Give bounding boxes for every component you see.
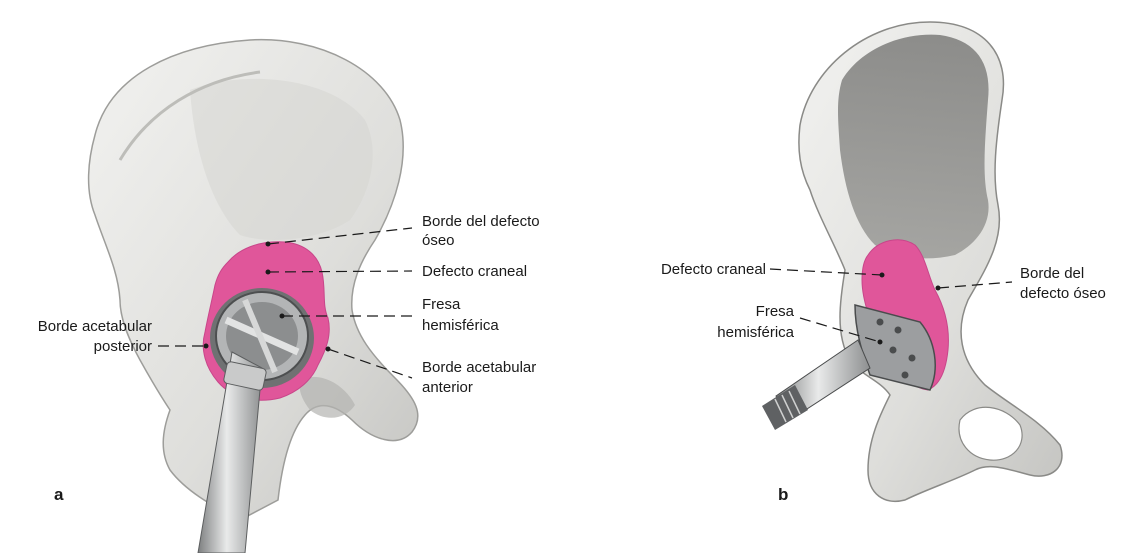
dot-borde-defecto-a [266,242,271,247]
label-fresa-a-1: Fresa [422,296,461,313]
dot-fresa-a [280,314,285,319]
iliac-wing-shade-b [838,35,989,259]
label-borde-defecto-a-1: Borde del defecto [422,213,540,230]
label-borde-posterior-a-2: posterior [94,338,152,355]
dot-fresa-b [878,340,883,345]
reamer-hole-4-b [909,355,916,362]
label-borde-defecto-a-2: óseo [422,232,455,249]
label-fresa-a-2: hemisférica [422,317,499,334]
panel-letter-a: a [54,485,64,504]
label-borde-anterior-a-2: anterior [422,379,473,396]
dot-defecto-craneal-a [266,270,271,275]
dot-borde-anterior-a [326,347,331,352]
reamer-hole-3-b [890,347,897,354]
dot-defecto-craneal-b [880,273,885,278]
label-borde-posterior-a-1: Borde acetabular [38,318,152,335]
panel-a: Borde del defecto óseo Defecto craneal F… [38,40,540,553]
panel-b: Defecto craneal Fresa hemisférica Borde … [661,22,1106,504]
label-fresa-b-2: hemisférica [717,324,794,341]
label-borde-anterior-a-1: Borde acetabular [422,359,536,376]
panel-letter-b: b [778,485,788,504]
reamer-hole-5-b [902,372,909,379]
dot-borde-posterior-a [204,344,209,349]
label-borde-defecto-b-1: Borde del [1020,265,1084,282]
label-defecto-craneal-a: Defecto craneal [422,263,527,280]
label-defecto-craneal-b: Defecto craneal [661,261,766,278]
reamer-hole-2-b [895,327,902,334]
label-borde-defecto-b-2: defecto óseo [1020,285,1106,302]
label-fresa-b-1: Fresa [756,303,795,320]
dot-borde-defecto-b [936,286,941,291]
reamer-hole-1-b [877,319,884,326]
